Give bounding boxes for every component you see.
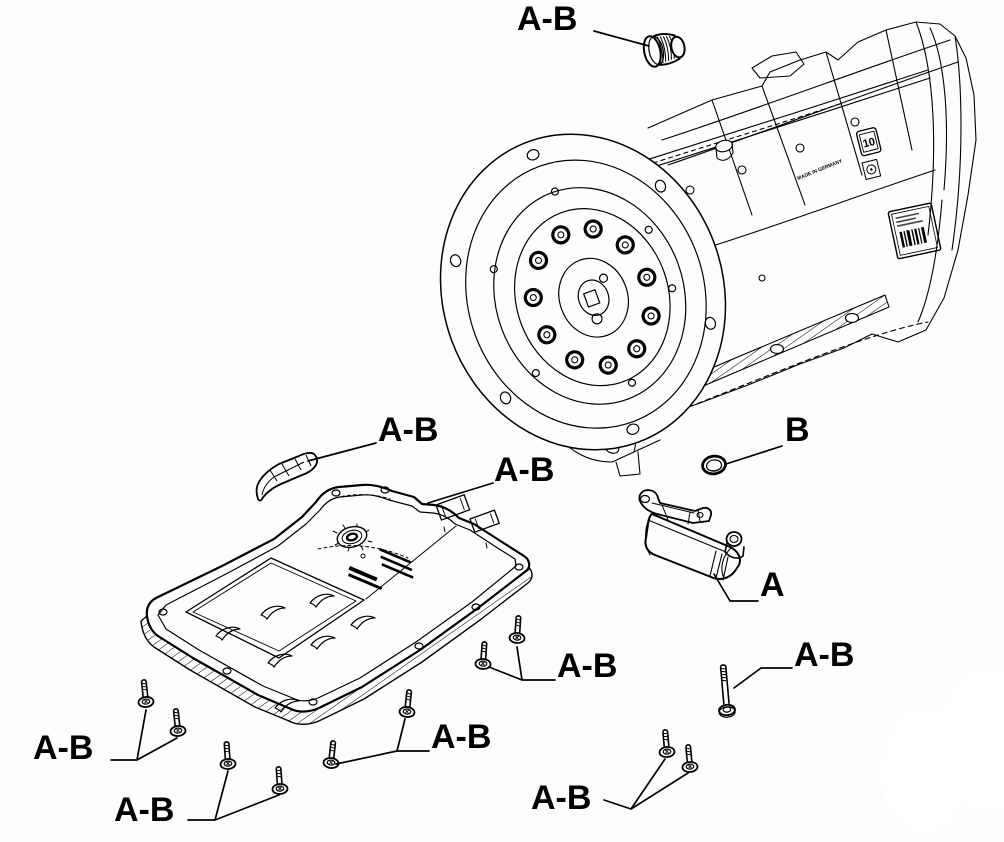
seal-cap — [701, 454, 727, 476]
bolt-icon — [679, 743, 699, 774]
pan-connector-bosses — [435, 494, 500, 549]
pan-flange — [145, 483, 531, 713]
bolt-icon — [656, 728, 676, 759]
gear-badge: 10 — [855, 127, 882, 157]
bolt-icon — [322, 739, 342, 770]
actuator-connector — [724, 531, 745, 559]
actuator-bracket — [638, 489, 713, 524]
callout-gasket-strip: A-B — [378, 411, 439, 449]
drain-plug — [642, 33, 686, 68]
bolt-icon — [218, 740, 237, 771]
callout-long-bolt: A-B — [794, 636, 855, 674]
leader-line — [593, 30, 650, 47]
callout-drain-plug: A-B — [517, 0, 578, 38]
leader-lines — [110, 30, 793, 821]
callout-actuator: A — [760, 566, 785, 604]
leader-line — [307, 442, 377, 462]
actuator — [638, 489, 745, 581]
gear-badge-text: 10 — [862, 136, 877, 151]
long-bolt-icon — [714, 663, 737, 719]
pan-recess — [185, 557, 365, 659]
bolt-icon — [167, 707, 187, 738]
oil-pan — [140, 483, 533, 725]
watermark-blob — [880, 665, 1004, 835]
leader-line — [713, 573, 759, 602]
leader-line — [335, 718, 430, 765]
bolt-icon — [135, 678, 155, 709]
callout-bolt-pair-center: A-B — [431, 718, 492, 756]
callout-bolt-pair-left-upper: A-B — [33, 729, 94, 767]
pan-floor-markings — [347, 548, 414, 591]
callout-bolt-pair-bottom-right: A-B — [531, 779, 592, 817]
leader-line — [110, 709, 178, 761]
leader-line — [427, 482, 494, 504]
pan-flange-holes — [158, 486, 524, 706]
bolt-icon — [270, 765, 289, 796]
callout-oil-pan: A-B — [494, 451, 555, 489]
origin-stamp-text: MADE IN GERMANY — [797, 158, 844, 182]
leader-line — [187, 770, 280, 821]
barcode-label — [887, 202, 942, 260]
pan-filler-boss — [332, 523, 373, 552]
callout-seal-cap: B — [785, 411, 810, 449]
callout-bolt-pair-left-lower: A-B — [114, 791, 175, 829]
leader-line — [603, 758, 689, 810]
top-mount-bracket — [751, 51, 805, 79]
leader-line — [733, 667, 793, 689]
bolt-icon — [508, 614, 527, 645]
bolt-icon — [474, 640, 493, 671]
callout-bolt-pair-center-right: A-B — [557, 647, 618, 685]
bolt-icon — [398, 688, 418, 719]
leader-line — [488, 646, 556, 681]
emblem-plate — [861, 158, 882, 180]
leader-line — [725, 445, 783, 465]
gasket-strip — [255, 452, 318, 502]
bell-housing — [439, 133, 727, 451]
case-silhouette — [647, 21, 977, 417]
filler-cap — [715, 139, 734, 161]
